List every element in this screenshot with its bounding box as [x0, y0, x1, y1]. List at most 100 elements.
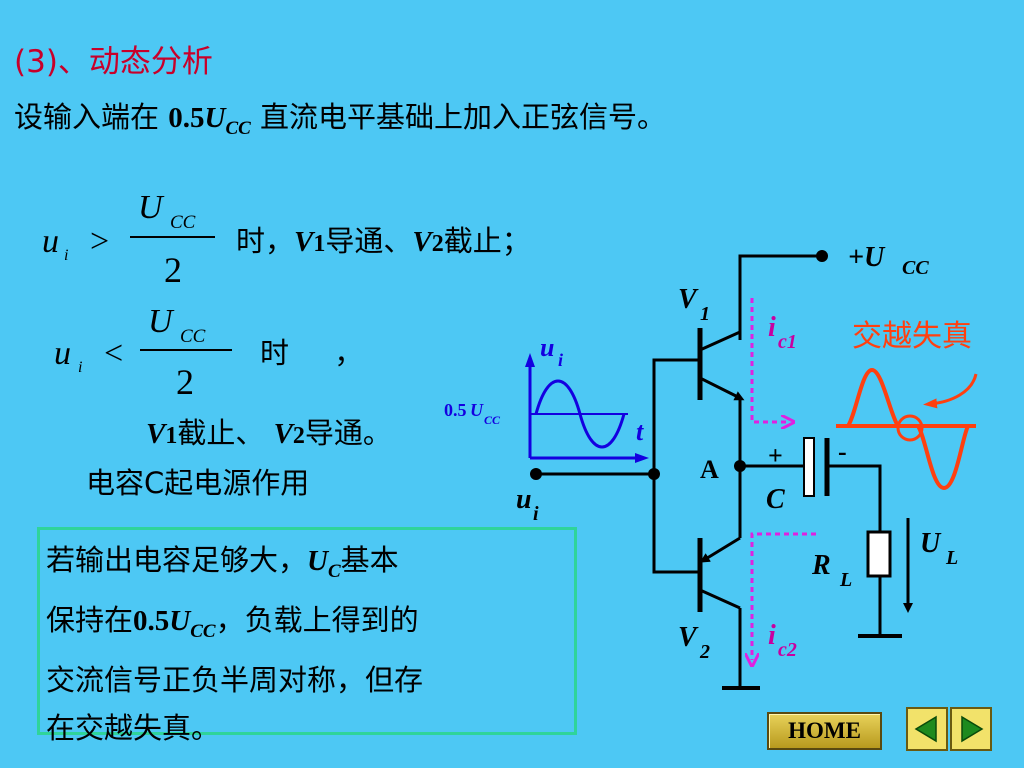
note-line1-sym: U — [307, 545, 328, 577]
offset-sym: U — [470, 400, 484, 420]
base-wiring — [536, 358, 700, 574]
condition2-formula: u i < U CC 2 — [54, 303, 232, 402]
note-line1-sub: C — [327, 560, 341, 582]
cap-plus: + — [768, 441, 783, 470]
cond1-op: > — [90, 223, 109, 260]
cond2-v1: V — [146, 418, 166, 450]
cond1-v1: V — [294, 226, 314, 258]
cond1-v2: V — [412, 226, 432, 258]
v1-sub: 1 — [700, 303, 710, 325]
note-line1-b: 基本 — [340, 543, 399, 577]
cond2-num-sub: CC — [180, 326, 206, 347]
condition2-when: 时 ， — [260, 330, 363, 372]
note-line2-val: 0.5 — [133, 604, 170, 637]
v2-label: V — [678, 622, 699, 653]
capacitor-note: 电容C起电源作用 — [86, 466, 310, 500]
cond1-num-sub: CC — [170, 212, 196, 233]
note-text: 若输出电容足够大，UC基本 保持在0.5UCC，负载上得到的 交流信号正负半周对… — [46, 536, 571, 752]
cond1-den: 2 — [164, 250, 182, 290]
ic1-label: i — [768, 312, 776, 343]
distortion-label: 交越失真 — [852, 319, 972, 354]
v1-label: V — [678, 284, 699, 315]
base-node-dot — [648, 468, 660, 480]
ul-label: U — [920, 528, 942, 559]
ic2-label: i — [768, 620, 776, 651]
intro-prefix: 设输入端在 — [14, 100, 160, 134]
note-line4: 在交越失真。 — [46, 710, 221, 745]
cond1-v1-text: 导通、 — [325, 224, 413, 258]
rl-label: R — [811, 550, 831, 581]
triangle-right-icon — [961, 715, 984, 743]
crossover-distortion-wave — [836, 367, 978, 491]
vcc-sub: CC — [902, 257, 929, 279]
cond1-v1-sub: 1 — [313, 231, 326, 257]
vcc-label: +U — [848, 242, 886, 273]
offset-val: 0.5 — [444, 400, 467, 420]
node-a-dot — [734, 460, 746, 472]
intro-suffix: 直流电平基础上加入正弦信号。 — [260, 100, 667, 134]
cap-label: C — [766, 484, 785, 515]
input-terminal — [530, 468, 542, 480]
condition2-text: V1截止、 V2导通。 — [146, 410, 392, 452]
cond2-op: < — [104, 335, 123, 372]
condition1-text: 时，V1导通、V2截止； — [236, 218, 531, 260]
prev-button[interactable] — [906, 707, 948, 751]
intro-value: 0.5 — [168, 102, 205, 134]
cond2-v2: V — [273, 418, 293, 450]
cond1-var-sub: i — [64, 247, 68, 264]
intro-line: 设输入端在 0.5UCC 直流电平基础上加入正弦信号。 — [14, 94, 666, 140]
cond2-var: u — [54, 335, 71, 372]
cap-minus: - — [838, 437, 847, 466]
condition1-formula: u i > U CC 2 — [42, 189, 215, 290]
cond2-v2-text: 导通。 — [304, 416, 392, 450]
note-line3: 交流信号正负半周对称，但存 — [46, 662, 424, 697]
ic2-sub: c2 — [778, 639, 797, 661]
note-line2-a: 保持在 — [46, 602, 134, 637]
home-button[interactable]: HOME — [767, 712, 882, 750]
cond2-num: U — [148, 303, 175, 340]
cond1-var: u — [42, 223, 59, 260]
supply-rail — [738, 254, 822, 340]
input-wave-plot — [525, 353, 649, 463]
cond2-var-sub: i — [78, 359, 82, 376]
note-line1: 若输出电容足够大，UC基本 — [46, 536, 571, 596]
vcc-terminal — [816, 250, 828, 262]
cond1-v2-sub: 2 — [431, 231, 444, 257]
ui-wave-sub: i — [558, 350, 563, 370]
note-line1-a: 若输出电容足够大， — [46, 543, 308, 577]
triangle-left-icon — [914, 715, 937, 743]
v2-sub: 2 — [699, 641, 710, 663]
cond1-v2-text: 截止； — [443, 224, 531, 258]
section-title: (3)、动态分析 — [14, 44, 213, 80]
output-capacitor — [803, 437, 882, 532]
cond2-den: 2 — [176, 362, 194, 402]
load-resistor — [858, 530, 902, 638]
t-label: t — [636, 417, 644, 446]
ul-sub: L — [945, 547, 958, 569]
ic1-current-arrow — [750, 298, 788, 422]
node-a-label: A — [700, 455, 719, 484]
rl-sub: L — [839, 569, 852, 591]
cond1-when: 时， — [236, 224, 295, 258]
transistor-v2 — [697, 536, 741, 612]
transistor-v1 — [697, 328, 745, 401]
ui-input-sub: i — [533, 503, 539, 525]
ic2-current-arrow — [752, 532, 816, 660]
intro-symbol: U — [204, 102, 226, 134]
cond2-comma: ， — [334, 336, 364, 370]
intro-sub: CC — [225, 117, 251, 139]
offset-sub: CC — [484, 413, 501, 427]
note-line2-sub: CC — [190, 620, 216, 642]
cond2-when: 时 — [260, 336, 290, 370]
ui-input-label: u — [516, 484, 532, 515]
note-line2-b: ，负载上得到的 — [215, 602, 419, 637]
cond2-v1-text: 截止、 — [177, 416, 265, 450]
note-box — [37, 527, 577, 735]
ic1-sub: c1 — [778, 331, 797, 353]
cond2-v1-sub: 1 — [165, 423, 178, 449]
note-line2-sym: U — [169, 604, 191, 637]
cond2-v2-sub: 2 — [292, 423, 305, 449]
next-button[interactable] — [950, 707, 992, 751]
ui-wave-label: u — [540, 333, 554, 362]
